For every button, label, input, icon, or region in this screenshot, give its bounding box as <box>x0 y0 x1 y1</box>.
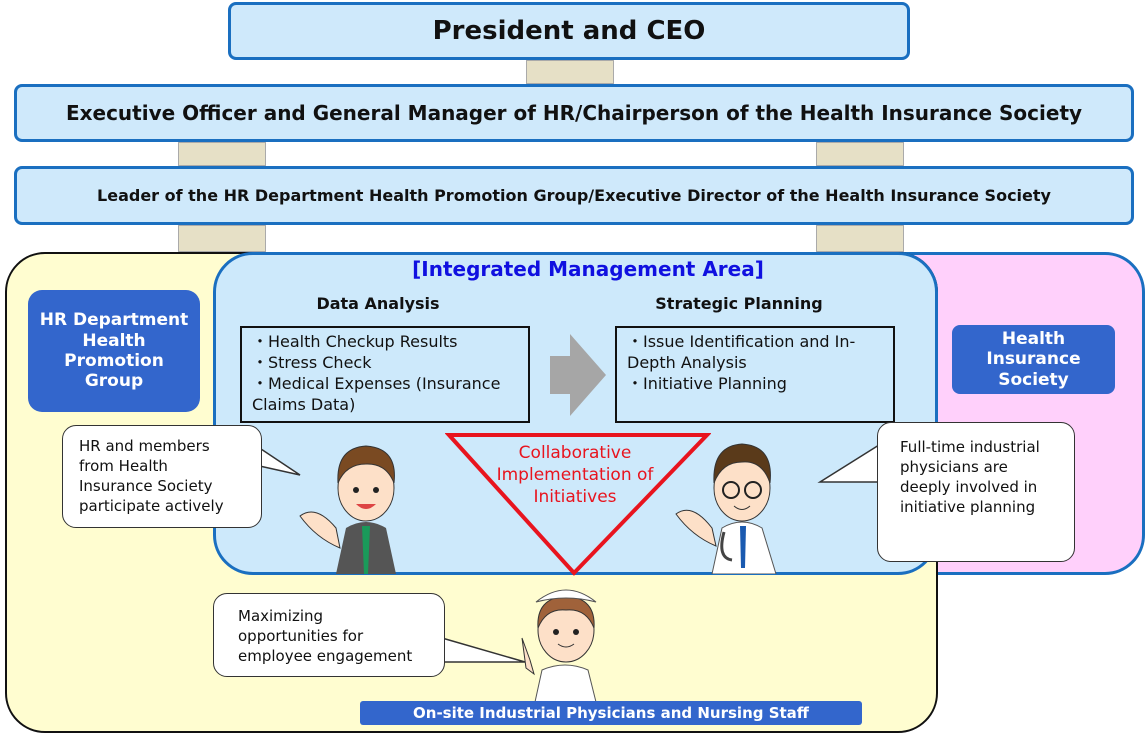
strategic-planning-title: Strategic Planning <box>655 294 823 313</box>
nurse-bubble-text: Maximizing opportunities for employee en… <box>238 607 413 665</box>
list-item: ・Stress Check <box>252 353 372 372</box>
ceo-box: President and CEO <box>228 2 910 60</box>
connector <box>178 225 266 252</box>
integrated-area-title: [Integrated Management Area] <box>412 257 764 281</box>
leader-label: Leader of the HR Department Health Promo… <box>97 186 1051 205</box>
bubble-tail <box>440 637 526 663</box>
connector <box>526 60 614 84</box>
connector <box>816 142 904 166</box>
health-insurance-label: Health Insurance Society <box>986 328 1081 390</box>
hr-speech-bubble: HR and members from Health Insurance Soc… <box>62 425 262 528</box>
connector <box>816 225 904 252</box>
ceo-label: President and CEO <box>432 16 706 46</box>
list-item: ・Medical Expenses (Insurance Claims Data… <box>252 374 501 414</box>
collaboration-label: Collaborative Implementation of Initiati… <box>496 443 654 507</box>
data-analysis-title: Data Analysis <box>316 294 440 313</box>
list-item: ・Issue Identification and In-Depth Analy… <box>627 332 856 372</box>
physician-speech-bubble: Full-time industrial physicians are deep… <box>877 422 1075 562</box>
onsite-staff-label: On-site Industrial Physicians and Nursin… <box>413 704 809 722</box>
health-insurance-box: Health Insurance Society <box>952 325 1115 394</box>
connector <box>178 142 266 166</box>
physician-bubble-text: Full-time industrial physicians are deep… <box>900 438 1040 516</box>
physician-illustration <box>675 443 777 574</box>
arrow-right-icon <box>550 334 606 416</box>
list-item: ・Health Checkup Results <box>252 332 458 351</box>
leader-box: Leader of the HR Department Health Promo… <box>14 166 1134 225</box>
nurse-speech-bubble: Maximizing opportunities for employee en… <box>213 593 445 677</box>
nurse-illustration <box>521 589 597 702</box>
executive-box: Executive Officer and General Manager of… <box>14 84 1134 142</box>
collaboration-triangle <box>445 433 711 576</box>
onsite-staff-label-bar: On-site Industrial Physicians and Nursin… <box>360 701 862 725</box>
bubble-tail <box>817 443 881 483</box>
hr-bubble-text: HR and members from Health Insurance Soc… <box>79 437 224 515</box>
hr-group-box: HR Department Health Promotion Group <box>28 290 200 412</box>
hr-group-label: HR Department Health Promotion Group <box>39 310 189 392</box>
strategic-planning-list: ・Issue Identification and In-Depth Analy… <box>615 326 895 423</box>
hr-staff-illustration <box>299 445 396 574</box>
data-analysis-list: ・Health Checkup Results ・Stress Check ・M… <box>240 326 530 423</box>
list-item: ・Initiative Planning <box>627 374 787 393</box>
bubble-tail <box>255 444 301 476</box>
executive-label: Executive Officer and General Manager of… <box>65 101 1083 125</box>
